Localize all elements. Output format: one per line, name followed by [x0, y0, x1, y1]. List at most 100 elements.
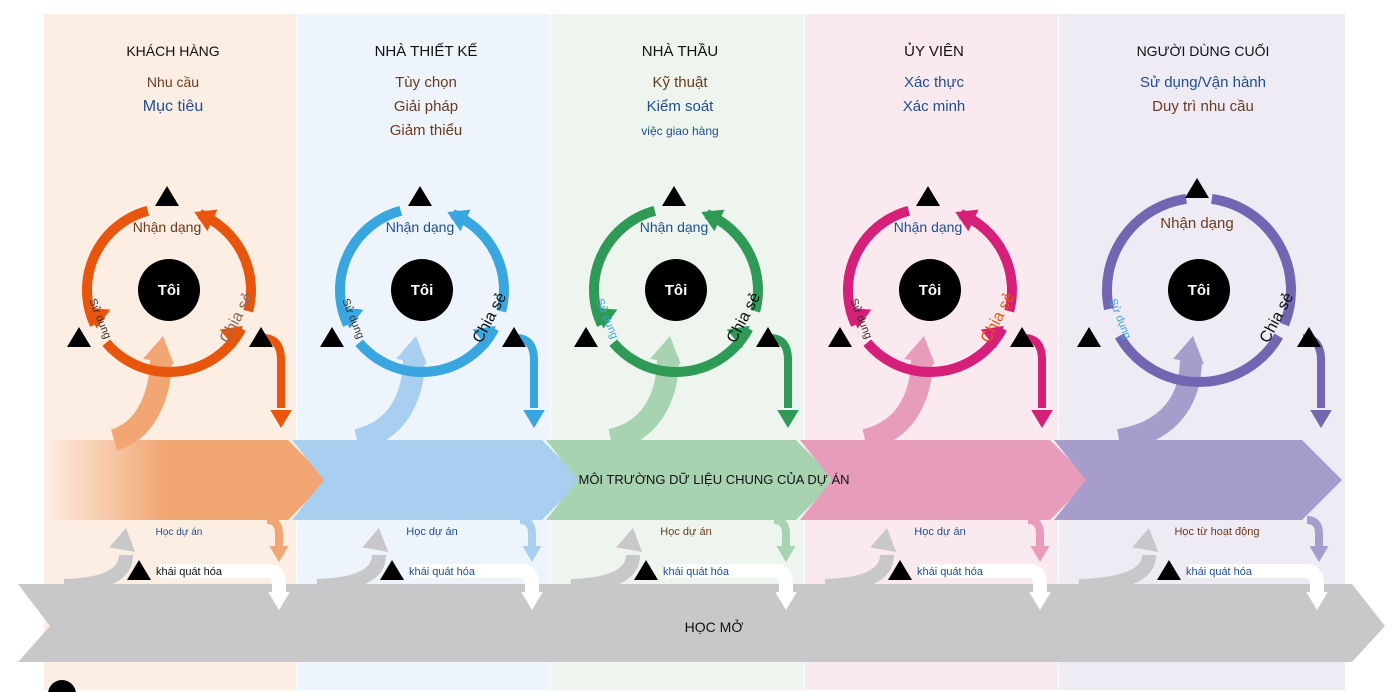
- cycle-arrowhead-left: [593, 307, 618, 329]
- generalize-return-arrow: [412, 564, 543, 610]
- learning-down-arrow: [519, 516, 542, 562]
- column-title: ỦY VIÊN: [904, 42, 964, 60]
- column-item: việc giao hàng: [641, 124, 718, 138]
- cycle-arrowhead-bottom: [726, 325, 750, 348]
- generalize-up-arrow: [570, 528, 643, 593]
- cde-to-cycle-arrowhead: [904, 336, 935, 365]
- cycle-arrowhead-left: [86, 307, 111, 329]
- triangle-marker-right: [249, 327, 273, 347]
- cycle-ring: [335, 205, 509, 377]
- learning-down-arrowhead: [1309, 546, 1329, 562]
- generalize-up-arrow: [1078, 528, 1159, 593]
- generalize-return-arrow: [159, 564, 290, 610]
- triangle-marker-top: [916, 186, 940, 206]
- cycle-ring: [1102, 193, 1296, 387]
- cycle-center-circle: [391, 259, 453, 321]
- column-item: Mục tiêu: [143, 98, 203, 115]
- cycle-arrowhead-bottom: [219, 325, 243, 348]
- open-learning-band: HỌC MỞ: [18, 584, 1385, 662]
- triangle-marker-top: [662, 186, 686, 206]
- project-learning-label: Học dự án: [914, 526, 965, 538]
- project-learning-label: Học dự án: [156, 527, 203, 538]
- cycle-center-label: Tôi: [919, 282, 942, 299]
- cycle-arrowhead-bottom: [472, 325, 496, 348]
- generalize-up-arrowhead: [362, 528, 389, 552]
- cde-segment-commissioner: [800, 440, 1090, 520]
- learning-down-arrow: [1027, 516, 1050, 562]
- generalize-up-arrow: [63, 528, 136, 593]
- cde-to-cycle-arrowhead: [1173, 336, 1204, 365]
- column-item: Sử dụng/Vận hành: [1140, 74, 1266, 91]
- learning-down-arrow: [1306, 516, 1329, 562]
- triangle-marker-left: [828, 327, 852, 347]
- generalize-return-arrow: [666, 564, 797, 610]
- triangle-marker-generalize: [380, 560, 404, 580]
- cycle-arrowhead-left: [847, 307, 872, 329]
- generalize-return-arrowhead: [521, 592, 543, 610]
- cde-segment-enduser: [1054, 440, 1342, 520]
- cycle-center-label: Tôi: [1188, 282, 1211, 299]
- cycle-ring: [589, 205, 763, 377]
- triangle-marker-left: [574, 327, 598, 347]
- column-item: Kiểm soát: [647, 98, 715, 115]
- cycle-to-cde-arrowhead: [270, 410, 292, 428]
- column-item: Duy trì nhu cầu: [1152, 98, 1254, 115]
- cycle-arrowhead-top: [194, 209, 218, 232]
- cycle-arrowhead-left: [339, 307, 364, 329]
- generalize-up-arrowhead: [616, 528, 643, 552]
- triangle-marker-generalize: [888, 560, 912, 580]
- corner-badge: [48, 680, 76, 692]
- column-item: Xác minh: [903, 98, 966, 115]
- open-learning-label: HỌC MỞ: [685, 618, 744, 635]
- generalize-up-arrow: [316, 528, 389, 593]
- triangle-marker-top: [408, 186, 432, 206]
- cycle-arrowhead-bottom: [980, 325, 1004, 348]
- triangle-marker-right: [1010, 327, 1034, 347]
- cycle-center-label: Tôi: [158, 282, 181, 299]
- generalize-label: khái quát hóa: [409, 566, 476, 578]
- column-title: NHÀ THIẾT KẾ: [375, 43, 478, 60]
- triangle-marker-generalize: [127, 560, 151, 580]
- cde-fade: [44, 440, 164, 520]
- cde-to-cycle-arrow: [1116, 336, 1204, 451]
- cycle-label-top: Nhận dạng: [386, 219, 455, 235]
- generalize-return-arrow: [1189, 564, 1328, 610]
- cycle-label-top: Nhận dạng: [1160, 215, 1233, 232]
- learning-down-arrowhead: [1030, 546, 1050, 562]
- common-data-environment-band: [44, 440, 1342, 520]
- project-learning-label: Học dự án: [406, 526, 457, 538]
- cycle-ring: [843, 205, 1017, 377]
- column-item: Giải pháp: [394, 98, 458, 115]
- project-learning-label: Học dự án: [660, 526, 711, 538]
- cycle-label-top: Nhận dạng: [640, 219, 709, 235]
- project-learning-label: Học từ hoạt động: [1174, 526, 1259, 538]
- learning-down-arrow: [773, 516, 796, 562]
- generalize-label: khái quát hóa: [663, 566, 730, 578]
- triangle-marker-left: [1077, 327, 1101, 347]
- cycle-center-label: Tôi: [411, 282, 434, 299]
- cde-segment-contractor: [546, 440, 836, 520]
- triangle-marker-right: [1297, 327, 1321, 347]
- cde-to-cycle-arrowhead: [650, 336, 681, 365]
- cycle-ring: [82, 205, 256, 377]
- cycle-center-circle: [645, 259, 707, 321]
- triangle-marker-top: [1185, 178, 1209, 198]
- triangle-marker-right: [502, 327, 526, 347]
- column-item: Nhu cầu: [147, 74, 199, 90]
- column-item: Kỹ thuật: [652, 74, 708, 91]
- generalize-label: khái quát hóa: [917, 566, 984, 578]
- triangle-marker-right: [756, 327, 780, 347]
- cycle-to-cde-arrowhead: [777, 410, 799, 428]
- cycle-center-circle: [899, 259, 961, 321]
- triangle-marker-generalize: [1157, 560, 1181, 580]
- cycle-arrowhead-top: [701, 209, 725, 232]
- generalize-up-arrowhead: [1132, 528, 1159, 552]
- cycle-center-circle: [1168, 259, 1230, 321]
- cycle-label-top: Nhận dạng: [894, 219, 963, 235]
